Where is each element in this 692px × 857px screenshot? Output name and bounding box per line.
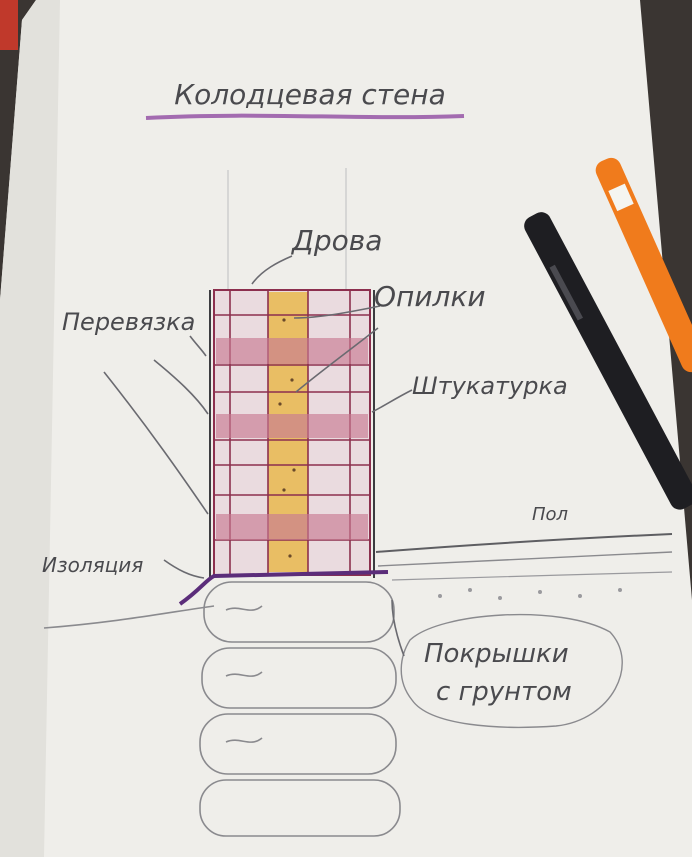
tire: [199, 779, 401, 837]
paper-shadow-edge: [0, 0, 60, 857]
tie-row: [216, 338, 368, 540]
orange-marker: [595, 157, 692, 373]
label-plaster: Штукатурка: [412, 372, 568, 400]
drawing-title: Колодцевая стена: [174, 78, 445, 111]
label-tie: Перевязка: [62, 308, 195, 336]
label-insulation: Изоляция: [42, 553, 143, 577]
tires-callout-bubble: [400, 613, 623, 729]
label-firewood: Дрова: [290, 224, 382, 257]
tire-stack: [199, 581, 401, 837]
tire: [203, 581, 395, 643]
label-tires-line1: Покрышки: [424, 639, 569, 669]
tire: [201, 647, 397, 709]
wall-section: [209, 289, 375, 578]
floor-slab: [375, 533, 673, 600]
leader-arrows: [103, 255, 413, 657]
ground-line: [43, 605, 215, 629]
label-tires-line2: с грунтом: [436, 677, 572, 707]
black-marker: [524, 212, 692, 510]
red-object-corner: [0, 0, 18, 50]
tire: [199, 713, 397, 775]
insulation-line: [178, 570, 389, 606]
label-floor: Пол: [532, 504, 568, 525]
label-sawdust: Опилки: [374, 280, 486, 313]
title-underline: [145, 113, 465, 120]
